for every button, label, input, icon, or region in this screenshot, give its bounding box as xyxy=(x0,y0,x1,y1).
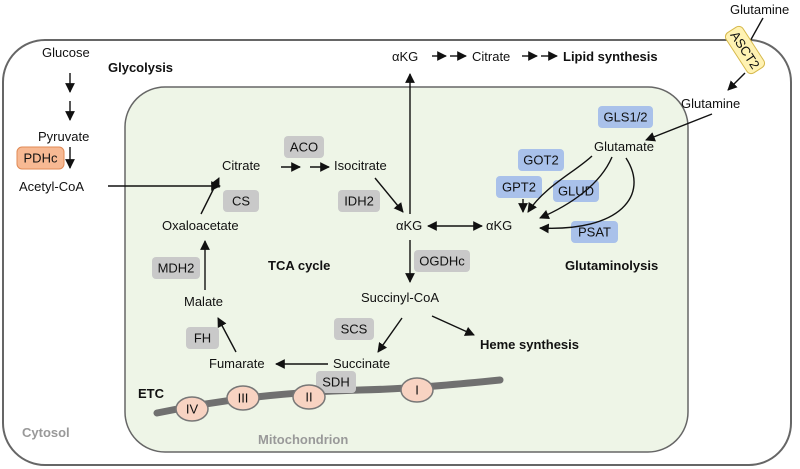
psat-label: PSAT xyxy=(578,225,611,240)
lipid-synthesis-label: Lipid synthesis xyxy=(563,49,658,64)
gls-enzyme-box xyxy=(598,106,653,128)
isocitrate-label: Isocitrate xyxy=(334,158,387,173)
pdhc-label: PDHc xyxy=(24,151,58,166)
mitochondrion-compartment xyxy=(124,86,689,453)
asct2-arrow-bottom xyxy=(727,72,746,91)
glud-enzyme-box xyxy=(553,180,599,202)
psat-arrow xyxy=(539,157,635,234)
succinate-label: Succinate xyxy=(333,356,390,371)
complex-iii xyxy=(226,385,260,411)
aco-enzyme-box xyxy=(284,136,324,158)
heme-arrow xyxy=(431,315,475,336)
gpt2-label: GPT2 xyxy=(502,180,536,195)
citrate-top-label: Citrate xyxy=(472,49,510,64)
glud-label: GLUD xyxy=(558,184,594,199)
sdh-enzyme-box xyxy=(316,371,356,393)
pdhc-enzyme-box xyxy=(16,146,65,170)
idh2-arrow xyxy=(374,177,404,213)
glutamine-out-label: Glutamine xyxy=(730,2,789,17)
mdh2-enzyme-box xyxy=(152,257,200,279)
citrate-mito-label: Citrate xyxy=(222,158,260,173)
scs-arrow xyxy=(377,317,403,353)
glutamine-in-label: Glutamine xyxy=(681,96,740,111)
complex-i xyxy=(400,377,434,403)
fh-label: FH xyxy=(194,331,211,346)
cs-enzyme-box xyxy=(223,190,259,212)
complex-iii-label: III xyxy=(238,391,249,406)
complex-ii-label: II xyxy=(305,390,312,405)
scs-label: SCS xyxy=(341,322,368,337)
akg-top-label: αKG xyxy=(392,49,418,64)
malate-label: Malate xyxy=(184,294,223,309)
gls-label: GLS1/2 xyxy=(603,110,647,125)
cs-label: CS xyxy=(232,194,250,209)
ogdhc-label: OGDHc xyxy=(419,254,465,269)
complex-i-label: I xyxy=(415,383,419,398)
etc-label: ETC xyxy=(138,386,165,401)
got2-label: GOT2 xyxy=(523,153,558,168)
succinyl-coa-label: Succinyl-CoA xyxy=(361,290,439,305)
cs-arrow xyxy=(200,177,220,215)
sdh-label: SDH xyxy=(322,375,349,390)
tca-cycle-label: TCA cycle xyxy=(268,258,330,273)
glucose-label: Glucose xyxy=(42,45,90,60)
fumarate-label: Fumarate xyxy=(209,356,265,371)
asct2-box xyxy=(724,25,766,75)
acetyl-coa-label: Acetyl-CoA xyxy=(19,179,84,194)
oxaloacetate-label: Oxaloacetate xyxy=(162,218,239,233)
got2-arrow xyxy=(527,155,593,213)
glycolysis-label: Glycolysis xyxy=(108,60,173,75)
gls-arrow xyxy=(645,113,713,142)
psat-enzyme-box xyxy=(571,221,618,243)
fh-enzyme-box xyxy=(186,327,219,349)
mitochondrion-label: Mitochondrion xyxy=(258,432,348,447)
got2-enzyme-box xyxy=(518,149,564,171)
complex-iv xyxy=(175,396,209,422)
mdh2-label: MDH2 xyxy=(158,261,195,276)
complex-iv-label: IV xyxy=(186,402,199,417)
scs-enzyme-box xyxy=(334,318,374,340)
idh2-enzyme-box xyxy=(338,190,380,212)
aco-label: ACO xyxy=(290,140,318,155)
glutaminolysis-label: Glutaminolysis xyxy=(565,258,658,273)
cytosol-label: Cytosol xyxy=(22,425,70,440)
fh-arrow xyxy=(217,317,237,353)
akg-gln-label: αKG xyxy=(486,218,512,233)
gpt2-enzyme-box xyxy=(496,176,542,198)
akg-mito-label: αKG xyxy=(396,218,422,233)
glutamate-label: Glutamate xyxy=(594,139,654,154)
heme-synthesis-label: Heme synthesis xyxy=(480,337,579,352)
glud-arrow xyxy=(539,156,613,219)
pyruvate-label: Pyruvate xyxy=(38,129,89,144)
idh2-label: IDH2 xyxy=(344,194,374,209)
complex-ii xyxy=(292,384,326,410)
ogdhc-enzyme-box xyxy=(414,250,470,272)
